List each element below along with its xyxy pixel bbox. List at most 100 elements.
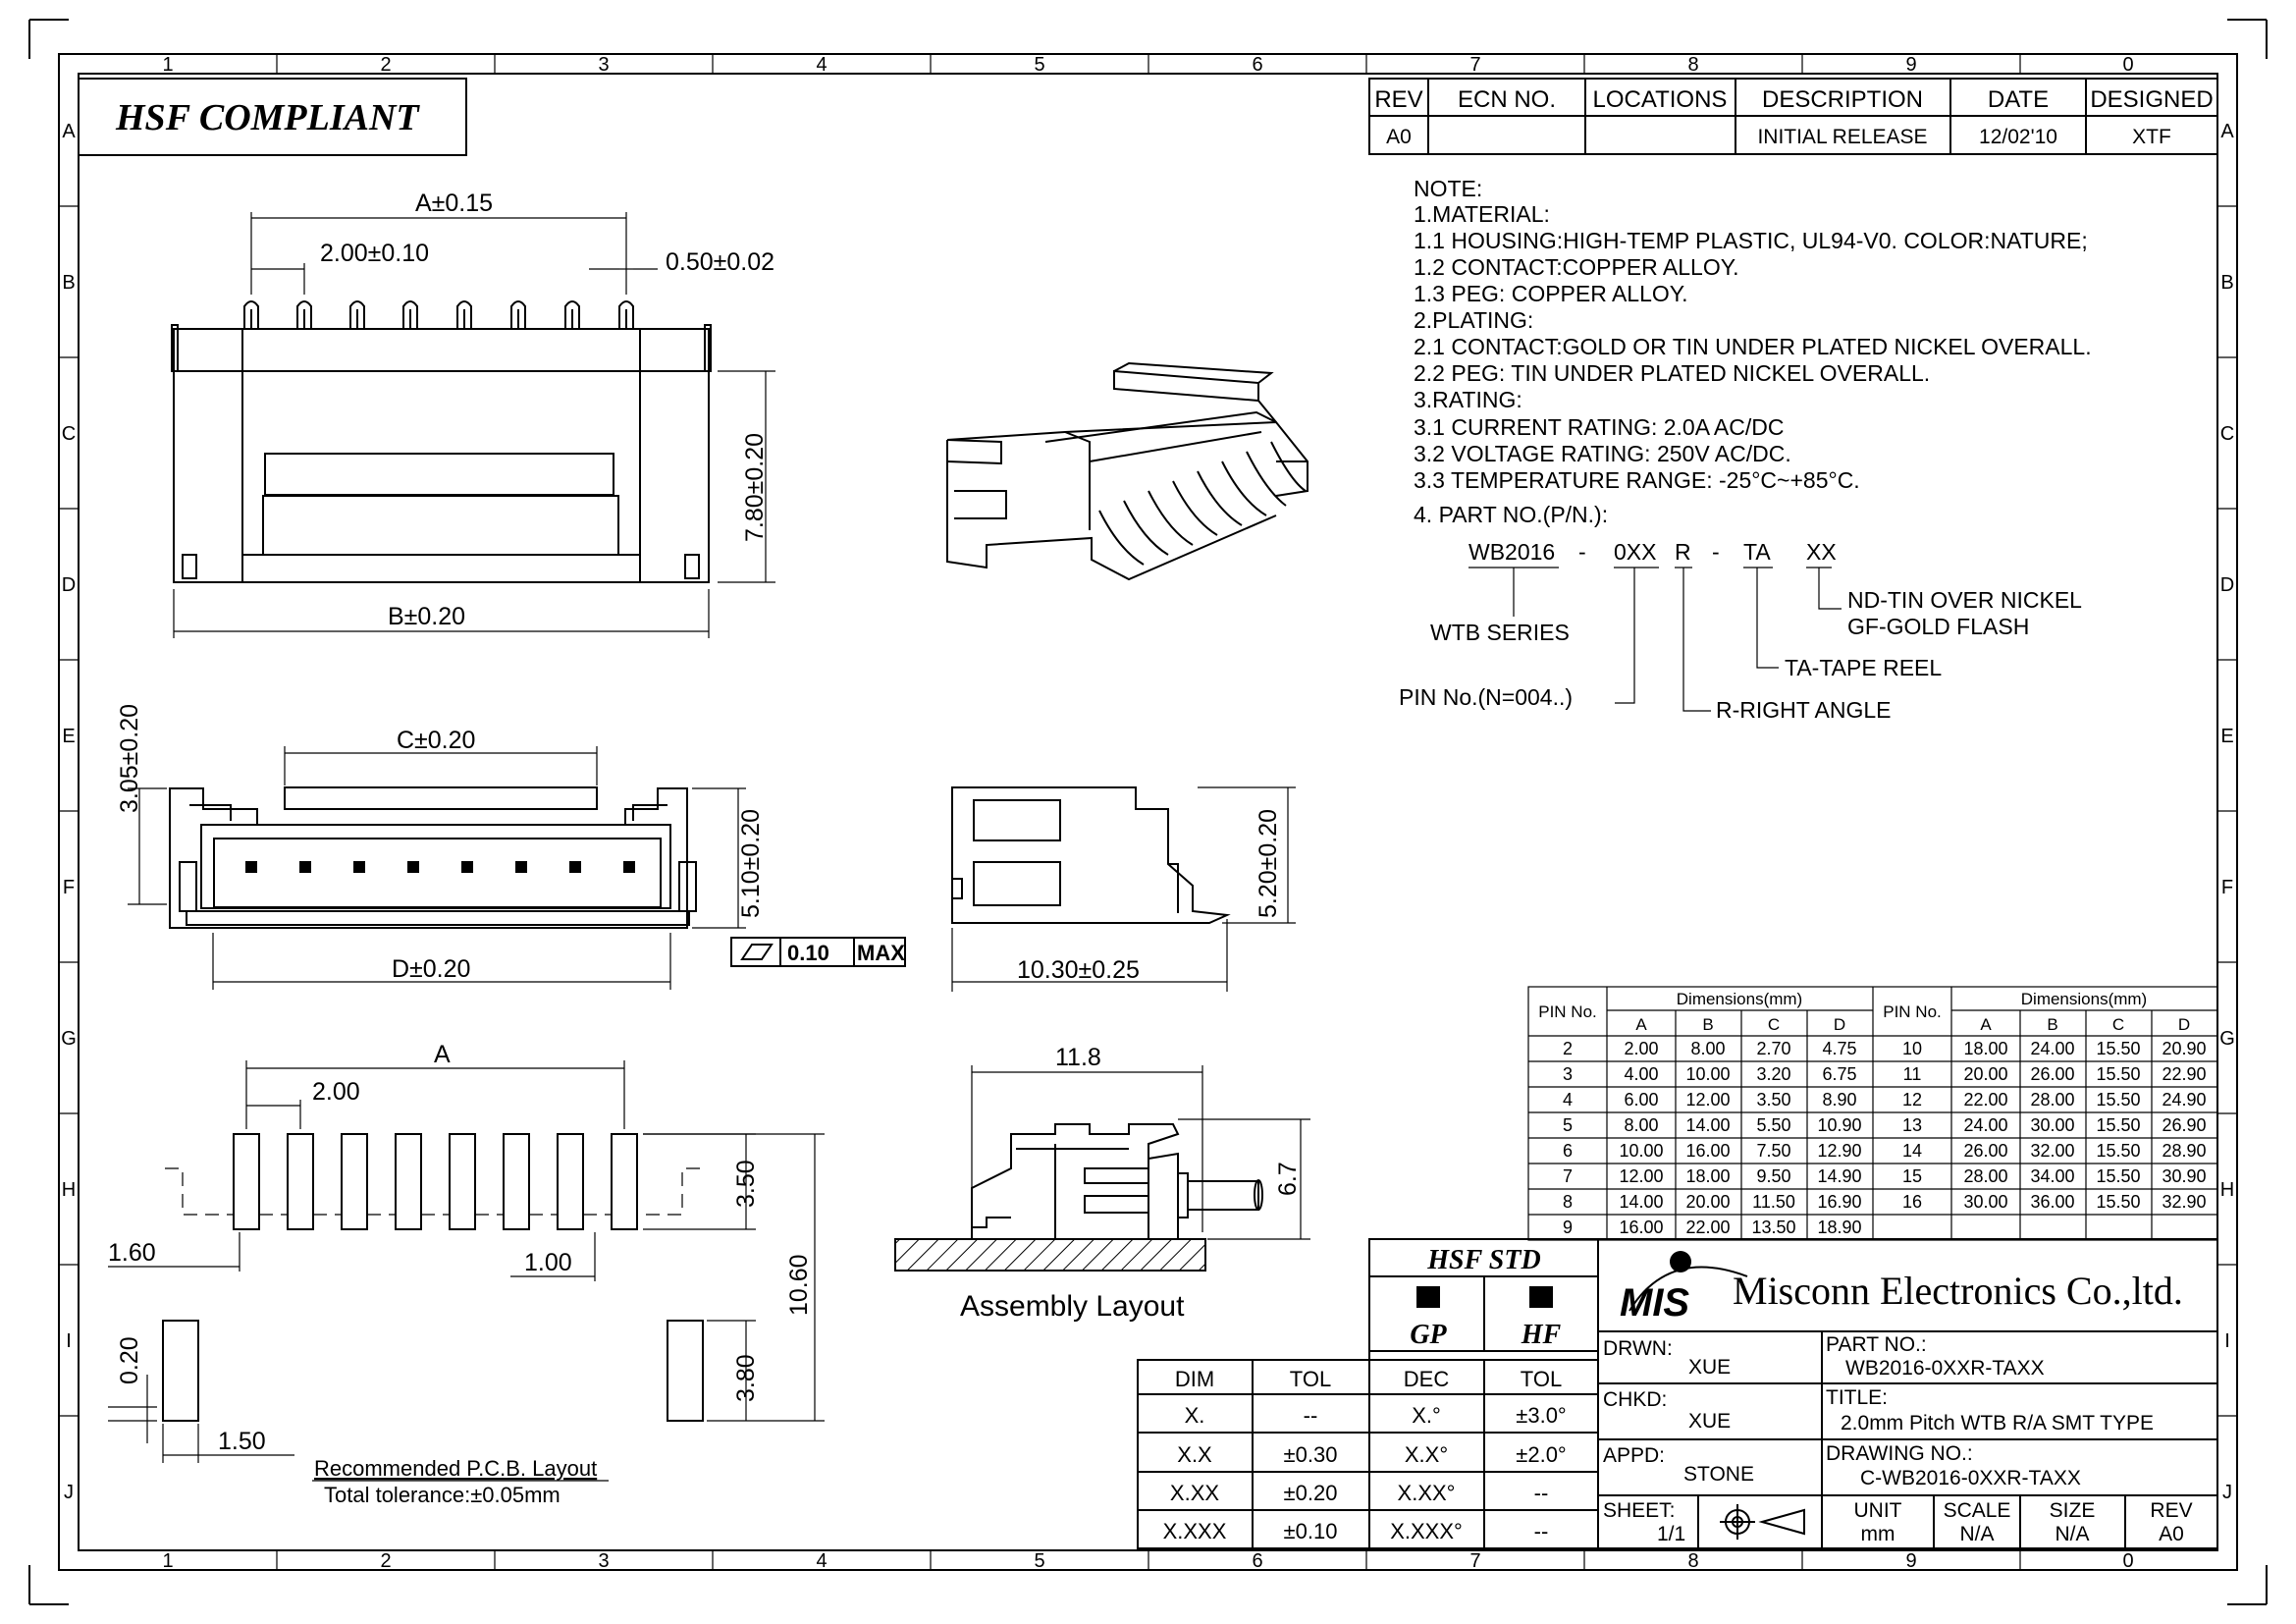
dim-table-cell: 9: [1563, 1218, 1573, 1237]
pcb-dim-lines: [108, 1060, 825, 1463]
note-line: 1.3 PEG: COPPER ALLOY.: [1414, 281, 1688, 306]
grid-row-right-E: E: [2220, 726, 2233, 747]
grid-row-right-I: I: [2224, 1330, 2230, 1352]
grid-col-top-8: 8: [1687, 54, 1698, 76]
dim-table-cell: 22.00: [1963, 1090, 2007, 1110]
sheet-value: 1/1: [1657, 1523, 1685, 1545]
hsf-std-label: HSF STD: [1426, 1245, 1540, 1275]
grid-row-left-G: G: [61, 1028, 77, 1050]
dim-assembly-height: 6.7: [1274, 1162, 1302, 1196]
dim-pcb-a: A: [434, 1041, 451, 1068]
dim-table-cell: 18.90: [1817, 1218, 1861, 1237]
rev-header-rev: REV: [1374, 86, 1422, 113]
pn-label-plating1: ND-TIN OVER NICKEL: [1847, 587, 2082, 613]
grid-row-left-A: A: [62, 121, 76, 142]
grid-col-bot-0: 0: [2122, 1550, 2133, 1572]
dim-table-cell: 6.00: [1624, 1090, 1658, 1110]
dim-table-cell: 15.50: [2096, 1166, 2140, 1186]
size-label: SIZE: [2050, 1499, 2096, 1522]
dim-table-cell: 5: [1563, 1115, 1573, 1135]
pn-label-tape: TA-TAPE REEL: [1785, 655, 1942, 680]
grid-col-top-3: 3: [598, 54, 609, 76]
dim-table-cell: 5.50: [1756, 1115, 1790, 1135]
dim-table-cell: 28.90: [2162, 1141, 2206, 1161]
grid-col-bot-3: 3: [598, 1550, 609, 1572]
dim-pitch: 2.00±0.10: [320, 240, 429, 267]
dim-table-cell: 30.90: [2162, 1166, 2206, 1186]
tolerance-cell: X.XX: [1170, 1481, 1219, 1505]
unit-label: UNIT: [1854, 1499, 1902, 1522]
grid-col-bot-9: 9: [1905, 1550, 1916, 1572]
note-line: 2.PLATING:: [1414, 307, 1533, 333]
dim-table-cell: 14.90: [1817, 1166, 1861, 1186]
dim-table-col-c: C: [2112, 1015, 2124, 1034]
dim-table-cell: 20.00: [1963, 1064, 2007, 1084]
drawn-label: DRWN:: [1603, 1337, 1673, 1360]
grid-col-bot-2: 2: [380, 1550, 391, 1572]
dim-table-cell: 7: [1563, 1166, 1573, 1186]
pn-code-dash1: -: [1578, 539, 1586, 565]
pcb-layout-title: Recommended P.C.B. Layout: [314, 1456, 597, 1481]
grid-col-bot-8: 8: [1687, 1550, 1698, 1572]
grid-row-right-F: F: [2221, 877, 2233, 898]
dim-pcb-150: 1.50: [218, 1428, 266, 1455]
dim-b: B±0.20: [388, 603, 465, 630]
pn-code-series: WB2016: [1468, 539, 1555, 565]
grid-row-left-C: C: [62, 423, 76, 445]
dim-table-cell: 12: [1902, 1090, 1922, 1110]
dim-table-cell: 15.50: [2096, 1090, 2140, 1110]
rev-header-description: DESCRIPTION: [1762, 86, 1923, 113]
dim-table-cell: 9.50: [1756, 1166, 1790, 1186]
assembly-view: [894, 1123, 1263, 1272]
dim-table-cell: 8.90: [1822, 1090, 1856, 1110]
front-view-pins: [243, 300, 634, 329]
dim-table-cell: 11.50: [1752, 1192, 1795, 1212]
tolerance-cell: --: [1304, 1403, 1318, 1428]
dim-table-cell: 10: [1902, 1039, 1922, 1058]
dim-table-grid: [1527, 986, 2218, 1241]
grid-ticks: [59, 54, 2237, 1570]
rev-header-designed: DESIGNED: [2090, 86, 2213, 113]
dim-table-cell: 8.00: [1690, 1039, 1725, 1058]
dim-table-cell: 7.50: [1756, 1141, 1790, 1161]
dim-table-cell: 15.50: [2096, 1192, 2140, 1212]
top-view: [169, 786, 697, 929]
part-no-label: PART NO.:: [1826, 1333, 1927, 1356]
note-line: 3.RATING:: [1414, 387, 1522, 412]
dim-pcb-160: 1.60: [108, 1239, 156, 1267]
tolerance-cell: ±2.0°: [1516, 1442, 1566, 1467]
top-view-contacts: [245, 861, 635, 873]
dim-table-cell: 22.90: [2162, 1064, 2206, 1084]
dim-table-cell: 15.50: [2096, 1141, 2140, 1161]
rev-cell-description: INITIAL RELEASE: [1757, 126, 1927, 148]
grid-row-left-E: E: [62, 726, 75, 747]
approved-label: APPD:: [1603, 1444, 1665, 1467]
dim-table-cell: 30.00: [2030, 1115, 2074, 1135]
dim-table-col-b: B: [1702, 1015, 1713, 1034]
tolerance-cell: X.°: [1412, 1403, 1441, 1428]
dim-table-cell: 24.00: [2030, 1039, 2074, 1058]
company-logo: MIS: [1620, 1251, 1748, 1325]
dim-table-col-d: D: [2178, 1015, 2190, 1034]
dim-pin-width: 0.50±0.02: [666, 248, 774, 276]
company-name: Misconn Electronics Co.,ltd.: [1733, 1269, 2183, 1313]
rev-header-locations: LOCATIONS: [1593, 86, 1728, 113]
dim-table-cell: 3.50: [1756, 1090, 1790, 1110]
dim-table-cell: 2.00: [1624, 1039, 1658, 1058]
dim-pcb-020: 0.20: [116, 1336, 143, 1384]
dim-table-cell: 6.75: [1822, 1064, 1856, 1084]
note-line: 3.3 TEMPERATURE RANGE: -25°C~+85°C.: [1414, 467, 1860, 493]
note-line: 1.1 HOUSING:HIGH-TEMP PLASTIC, UL94-V0. …: [1414, 228, 2088, 253]
grid-row-left-D: D: [62, 574, 76, 596]
grid-row-right-J: J: [2222, 1482, 2232, 1503]
note-line: 3.1 CURRENT RATING: 2.0A AC/DC: [1414, 414, 1784, 440]
dim-table-cell: 18.00: [1685, 1166, 1730, 1186]
side-view-dim-lines: [951, 786, 1296, 992]
grid-row-right-B: B: [2220, 272, 2233, 294]
hsf-compliant-label: HSF COMPLIANT: [115, 97, 420, 138]
dim-table-cell: 14: [1902, 1141, 1922, 1161]
dim-table-col-c: C: [1768, 1015, 1780, 1034]
dim-510: 5.10±0.20: [737, 809, 765, 918]
hf-label: HF: [1521, 1320, 1562, 1350]
